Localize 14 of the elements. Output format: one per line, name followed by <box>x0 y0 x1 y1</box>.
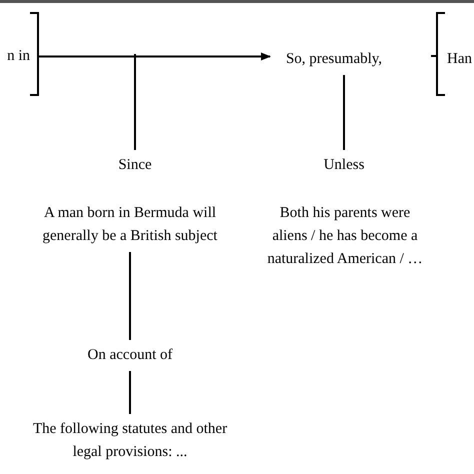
connector-line <box>129 371 131 414</box>
connector-line <box>343 75 345 150</box>
arrow <box>38 52 271 60</box>
text-label: Unless <box>309 150 379 181</box>
text-label: On account of <box>65 340 195 371</box>
connector-line <box>134 54 136 150</box>
connector-line <box>129 252 131 340</box>
text-label: The following statutes and other legal provisions: ... <box>20 414 240 468</box>
text-label: Since <box>100 150 170 181</box>
text-label: n in <box>0 41 38 72</box>
text-label: Both his parents were aliens / he has become a naturalized American / … <box>262 198 428 275</box>
text-label: Han <box>447 44 472 75</box>
text-label: So, presumably, <box>270 44 398 75</box>
text-label: A man born in Bermuda will generally be a British subject <box>42 198 218 252</box>
